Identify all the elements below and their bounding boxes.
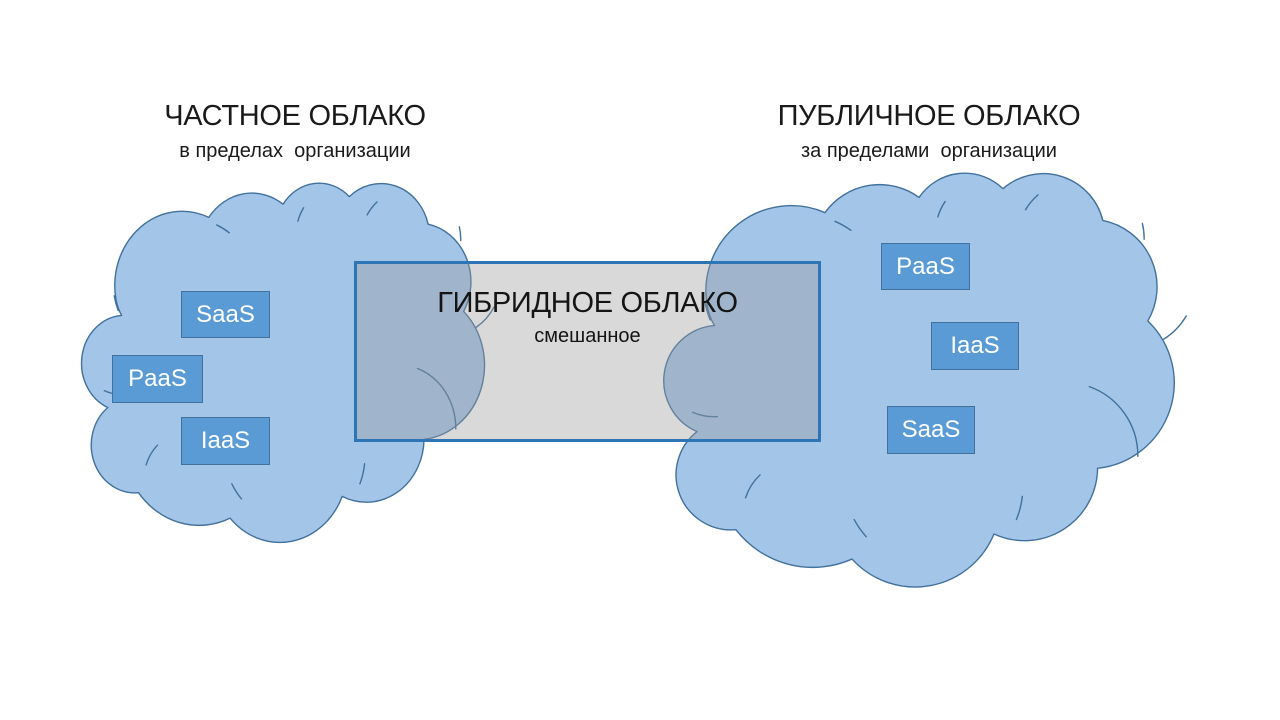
private-cloud-title: ЧАСТНОЕ ОБЛАКО — [164, 100, 426, 132]
service-label: SaaS — [196, 300, 255, 328]
service-box-private-iaas: IaaS — [181, 417, 270, 465]
public-cloud-subtitle: за пределами организации — [801, 140, 1057, 162]
hybrid-cloud-title: ГИБРИДНОЕ ОБЛАКО — [437, 287, 738, 319]
service-box-private-paas: PaaS — [112, 355, 203, 403]
public-cloud-heading: ПУБЛИЧНОЕ ОБЛАКО за пределами организаци… — [729, 99, 1129, 164]
hybrid-cloud-subtitle: смешанное — [534, 325, 641, 347]
service-label: SaaS — [901, 416, 961, 443]
service-label: IaaS — [200, 427, 251, 454]
public-cloud-shape — [658, 173, 1204, 575]
service-box-public-paas: PaaS — [881, 243, 970, 290]
service-label: IaaS — [950, 332, 1000, 359]
private-cloud-subtitle: в пределах организации — [179, 140, 411, 162]
service-label: PaaS — [128, 365, 187, 392]
service-box-private-saas: SaaS — [181, 291, 270, 338]
service-label: PaaS — [896, 252, 955, 280]
public-cloud-outline — [664, 173, 1174, 587]
service-box-public-iaas: IaaS — [931, 322, 1019, 370]
service-box-public-saas: SaaS — [887, 406, 975, 454]
hybrid-cloud-rect: ГИБРИДНОЕ ОБЛАКО смешанное — [354, 261, 821, 442]
public-cloud-title: ПУБЛИЧНОЕ ОБЛАКО — [777, 100, 1081, 132]
private-cloud-heading: ЧАСТНОЕ ОБЛАКО в пределах организации — [95, 99, 495, 164]
